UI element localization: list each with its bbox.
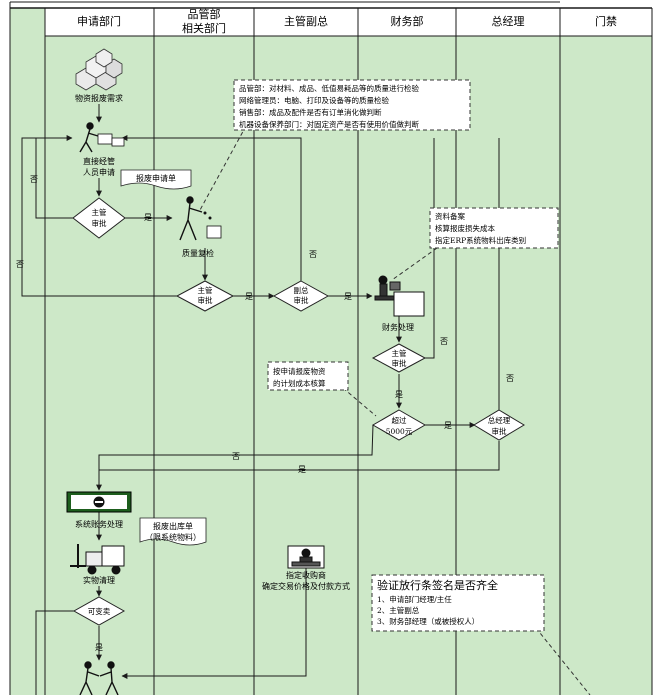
lane-guard-bg <box>560 36 652 695</box>
boxes-icon <box>75 48 123 91</box>
lane-headers: 申请部门 品管部 相关部门 主管副总 财务部 总经理 门禁 <box>77 7 617 35</box>
cost-note-line2: 的计划成本核算 <box>273 378 326 388</box>
system-process-box <box>66 491 132 513</box>
header-vp: 主管副总 <box>284 14 328 28</box>
diamond-vp-approve: 副总 审批 <box>272 280 330 312</box>
diamond-1-line2: 审批 <box>92 218 107 228</box>
quality-note-line4: 机器设备保养部门：对固定资产是否有使用价值做判断 <box>239 119 419 129</box>
application-form-doc: 报废申请单 <box>120 169 192 190</box>
diamond-vp-line2: 审批 <box>294 295 309 305</box>
diamond-3-line2: 审批 <box>392 358 407 368</box>
diamond-limit-line2: 5000元 <box>386 427 413 436</box>
node-physical-clear: 实物清理 <box>83 575 115 585</box>
finance-note: 资料备案 核算报废损失成本 指定ERP系统物料出库类别 <box>429 207 559 249</box>
node-need: 物资报废需求 <box>75 93 123 103</box>
guard-note-line2: 2、主管副总 <box>377 605 420 615</box>
node-finance-process: 财务处理 <box>382 322 414 332</box>
diamond-supervisor-approve-1: 主管 审批 <box>72 197 126 239</box>
buyer-icon <box>287 545 325 569</box>
lane-grid <box>9 1 653 695</box>
diamond-gm-line2: 审批 <box>492 426 507 436</box>
quality-note-line3: 销售部：成品及配件是否有订单消化做判断 <box>239 107 382 117</box>
person-carry-icon <box>79 122 125 153</box>
label-yes-2: 是 <box>245 292 253 301</box>
node-apply-line1: 直接经管 <box>83 156 115 166</box>
header-row-bg <box>45 8 652 36</box>
label-yes-5: 是 <box>444 421 452 430</box>
handshake-icon <box>79 661 119 696</box>
label-no-6: 否 <box>232 452 240 461</box>
node-outbound-line2: （限系统物料） <box>145 532 201 542</box>
lane-apply-bg <box>45 36 154 695</box>
inspector-icon <box>179 196 222 241</box>
diamond-2-line2: 审批 <box>198 295 213 305</box>
quality-note-line2: 网络管理员：电脑、打印及设备等的质量检验 <box>239 95 389 105</box>
header-quality-line1: 品管部 <box>188 7 221 21</box>
node-outbound-line1: 报废出库单 <box>153 521 193 531</box>
label-yes-7: 是 <box>95 643 103 652</box>
finance-note-line3: 指定ERP系统物料出库类别 <box>435 235 526 245</box>
guard-note-line1: 1、申请部门经理/主任 <box>377 594 452 604</box>
diamond-gm-approve: 总经理 审批 <box>473 409 525 441</box>
diamond-vp-line1: 副总 <box>294 285 309 295</box>
diamond-supervisor-approve-2: 主管 审批 <box>175 280 235 312</box>
node-system-process: 系统账务处理 <box>75 519 123 529</box>
node-form: 报废申请单 <box>136 173 176 183</box>
label-no-2: 否 <box>16 260 24 269</box>
diamond-gm-line1: 总经理 <box>488 415 511 425</box>
quality-note-line1: 品管部：对材料、成品、低值易耗品等的质量进行检验 <box>239 83 419 93</box>
node-buyer-line2: 确定交易价格及付款方式 <box>262 581 350 591</box>
header-apply: 申请部门 <box>77 14 121 28</box>
header-gm: 总经理 <box>492 14 525 28</box>
guard-note-title: 验证放行条签名是否齐全 <box>377 578 498 592</box>
diamond-over-limit: 超过 5000元 <box>371 409 427 441</box>
header-guard: 门禁 <box>595 14 617 28</box>
node-quality-check: 质量复检 <box>182 248 214 258</box>
finance-note-line2: 核算报废损失成本 <box>435 223 495 233</box>
cost-note: 按申请报废物资 的计划成本核算 <box>267 361 349 391</box>
header-finance: 财务部 <box>391 14 424 28</box>
finance-note-line1: 资料备案 <box>435 211 465 221</box>
quality-note: 品管部：对材料、成品、低值易耗品等的质量进行检验 网络管理员：电脑、打印及设备等… <box>233 79 471 131</box>
guard-note-line3: 3、财务部经理（或被授权人） <box>377 616 479 626</box>
header-quality-line2: 相关部门 <box>182 21 226 35</box>
label-no-3: 否 <box>309 250 317 259</box>
cost-note-line1: 按申请报废物资 <box>273 366 326 376</box>
guard-note: 验证放行条签名是否齐全 1、申请部门经理/主任 2、主管副总 3、财务部经理（或… <box>371 574 545 632</box>
label-yes-6: 是 <box>298 465 306 474</box>
label-yes-4: 是 <box>395 390 403 399</box>
diamond-1-line1: 主管 <box>92 207 107 217</box>
label-no-5: 否 <box>506 374 514 383</box>
diamond-3-line1: 主管 <box>392 348 407 358</box>
forklift-icon <box>70 544 125 575</box>
label-yes-1: 是 <box>144 213 152 222</box>
note-pointers <box>199 125 591 696</box>
lane-quality-bg <box>154 36 254 695</box>
edge-labels: 否 否 是 是 是 否 否 否 是 是 否 是 是 <box>16 175 514 652</box>
finance-desk-icon <box>374 275 425 317</box>
outbound-doc: 报废出库单 （限系统物料） <box>139 517 207 546</box>
diamond-supervisor-approve-3: 主管 审批 <box>371 343 427 373</box>
diamond-2-line1: 主管 <box>198 285 213 295</box>
diamond-saleable-label: 可变卖 <box>88 606 111 616</box>
node-buyer-line1: 指定收购商 <box>286 570 326 580</box>
diamond-saleable: 可变卖 <box>72 596 126 626</box>
label-no-4: 否 <box>440 337 448 346</box>
left-margin-strip <box>10 8 45 695</box>
node-apply-line2: 人员申请 <box>83 167 115 177</box>
diamond-limit-line1: 超过 <box>392 415 407 425</box>
label-no-1: 否 <box>30 175 38 184</box>
label-yes-3: 是 <box>344 292 352 301</box>
